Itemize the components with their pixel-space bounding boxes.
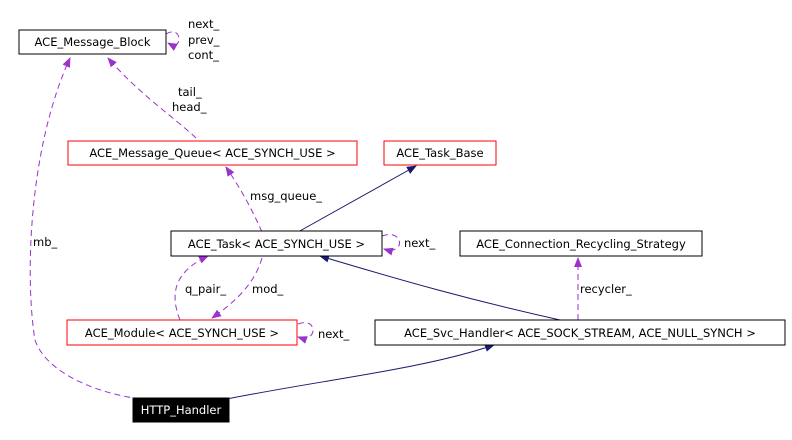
node-ace-module-label: ACE_Module< ACE_SYNCH_USE >	[85, 326, 279, 340]
label-head: head_	[172, 100, 207, 114]
label-mb: mb_	[33, 235, 58, 249]
label-mod: mod_	[252, 282, 284, 296]
node-ace-svc-handler[interactable]: ACE_Svc_Handler< ACE_SOCK_STREAM, ACE_NU…	[374, 319, 786, 346]
node-ace-message-block[interactable]: ACE_Message_Block	[18, 29, 167, 55]
label-mb-next: next_	[188, 17, 219, 31]
label-task-next: next_	[404, 236, 435, 250]
edge-task-to-taskbase	[297, 165, 417, 233]
node-ace-task-base[interactable]: ACE_Task_Base	[383, 140, 497, 166]
node-http-handler[interactable]: HTTP_Handler	[132, 397, 230, 423]
node-ace-message-queue-label: ACE_Message_Queue< ACE_SYNCH_USE >	[89, 146, 335, 160]
edge-task-to-module	[211, 257, 263, 319]
label-msg-queue: msg_queue_	[250, 189, 322, 203]
node-http-handler-label: HTTP_Handler	[141, 403, 222, 417]
label-mb-cont: cont_	[188, 48, 219, 62]
label-recycler: recycler_	[580, 282, 632, 296]
node-ace-connection-recycling-strategy-label: ACE_Connection_Recycling_Strategy	[476, 237, 686, 251]
label-tail: tail_	[178, 85, 202, 99]
edge-message-block-self	[165, 31, 180, 51]
edge-module-self	[297, 322, 314, 344]
node-ace-task-label: ACE_Task< ACE_SYNCH_USE >	[188, 237, 365, 251]
node-ace-message-queue[interactable]: ACE_Message_Queue< ACE_SYNCH_USE >	[67, 140, 358, 166]
node-ace-task-base-label: ACE_Task_Base	[396, 146, 483, 160]
edge-queue-to-block	[107, 57, 197, 139]
label-module-next: next_	[318, 327, 349, 341]
node-ace-message-block-label: ACE_Message_Block	[35, 35, 151, 49]
edge-task-self	[381, 234, 400, 256]
edge-http-to-block	[29, 57, 141, 400]
node-ace-svc-handler-label: ACE_Svc_Handler< ACE_SOCK_STREAM, ACE_NU…	[404, 326, 756, 340]
edge-http-to-svc	[221, 344, 495, 401]
edge-svc-to-task	[319, 254, 561, 321]
label-q-pair: q_pair_	[185, 282, 226, 296]
node-ace-connection-recycling-strategy[interactable]: ACE_Connection_Recycling_Strategy	[459, 230, 703, 257]
node-ace-task[interactable]: ACE_Task< ACE_SYNCH_USE >	[170, 230, 383, 257]
node-ace-module[interactable]: ACE_Module< ACE_SYNCH_USE >	[66, 319, 298, 346]
label-mb-prev: prev_	[188, 33, 220, 47]
